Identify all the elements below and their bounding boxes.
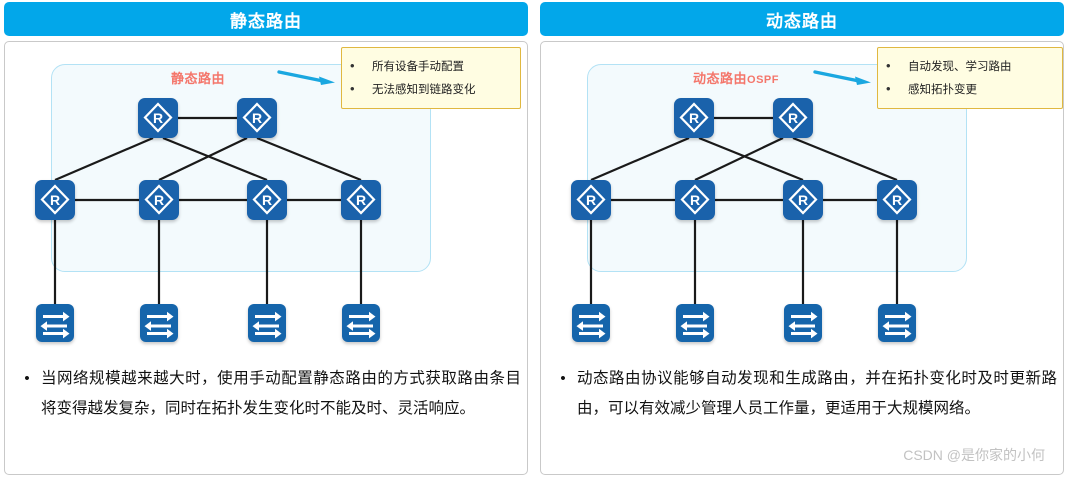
svg-text:R: R [788,110,798,126]
bullet-glyph: • [560,370,566,387]
router-node[interactable]: R [247,180,287,220]
svg-text:R: R [892,192,902,208]
callout-list: • 所有设备手动配置 • 无法感知到链路变化 [350,55,510,101]
panel-body-static: 静态路由 [4,41,528,475]
note-dynamic: • 动态路由协议能够自动发现和生成路由，并在拓扑变化时及时更新路由，可以有效减少… [549,364,1057,424]
note-text: 动态路由协议能够自动发现和生成路由，并在拓扑变化时及时更新路由，可以有效减少管理… [577,370,1057,417]
panel-static-routing: 静态路由 静态路由 [4,0,532,480]
callout-list: • 自动发现、学习路由 • 感知拓扑变更 [886,55,1052,101]
panel-title: 静态路由 [230,11,302,31]
bullet-glyph: • [886,81,891,96]
callout-item: • 自动发现、学习路由 [886,55,1052,78]
svg-text:R: R [586,192,596,208]
svg-text:R: R [262,192,272,208]
svg-text:R: R [50,192,60,208]
callout-item: • 感知拓扑变更 [886,78,1052,101]
router-node[interactable]: R [675,180,715,220]
topology-label: 静态路由 [171,68,225,87]
callout-box-static: • 所有设备手动配置 • 无法感知到链路变化 [341,47,521,109]
bullet-glyph: • [350,58,355,73]
panel-header-static: 静态路由 [4,2,528,36]
svg-text:R: R [252,110,262,126]
switch-node[interactable] [878,304,916,342]
callout-item-text: 感知拓扑变更 [908,84,977,96]
svg-text:R: R [689,110,699,126]
callout-item-text: 无法感知到链路变化 [372,84,476,96]
switch-node[interactable] [784,304,822,342]
bullet-glyph: • [24,370,30,387]
switch-node[interactable] [342,304,380,342]
note-text: 当网络规模越来越大时，使用手动配置静态路由的方式获取路由条目将变得越发复杂，同时… [41,370,521,417]
switch-node[interactable] [36,304,74,342]
router-node[interactable]: R [783,180,823,220]
callout-item: • 所有设备手动配置 [350,55,510,78]
callout-item-text: 所有设备手动配置 [372,61,464,73]
router-node[interactable]: R [237,98,277,138]
pointer-arrow-icon [813,70,871,85]
topology-label: 动态路由OSPF [693,68,779,87]
svg-text:R: R [798,192,808,208]
router-node[interactable]: R [571,180,611,220]
router-node[interactable]: R [674,98,714,138]
pointer-arrow-icon [277,70,335,85]
note-static: • 当网络规模越来越大时，使用手动配置静态路由的方式获取路由条目将变得越发复杂，… [13,364,521,424]
panel-header-dynamic: 动态路由 [540,2,1064,36]
switch-node[interactable] [572,304,610,342]
svg-text:R: R [153,110,163,126]
router-node[interactable]: R [35,180,75,220]
router-node[interactable]: R [877,180,917,220]
topology-label-text: 静态路由 [171,71,226,86]
bullet-glyph: • [886,58,891,73]
topology-label-suffix: OSPF [747,74,779,86]
callout-item: • 无法感知到链路变化 [350,78,510,101]
panel-body-dynamic: 动态路由OSPF [540,41,1064,475]
svg-text:R: R [154,192,164,208]
panel-dynamic-routing: 动态路由 动态路由OSPF [540,0,1068,480]
svg-text:R: R [356,192,366,208]
switch-node[interactable] [248,304,286,342]
panel-title: 动态路由 [766,11,838,31]
router-node[interactable]: R [341,180,381,220]
watermark: CSDN @是你家的小何 [903,447,1045,463]
callout-box-dynamic: • 自动发现、学习路由 • 感知拓扑变更 [877,47,1063,109]
svg-text:R: R [690,192,700,208]
router-node[interactable]: R [139,180,179,220]
router-node[interactable]: R [138,98,178,138]
bullet-glyph: • [350,81,355,96]
switch-node[interactable] [140,304,178,342]
topology-label-text: 动态路由 [693,71,748,86]
switch-node[interactable] [676,304,714,342]
callout-item-text: 自动发现、学习路由 [908,61,1012,73]
router-node[interactable]: R [773,98,813,138]
